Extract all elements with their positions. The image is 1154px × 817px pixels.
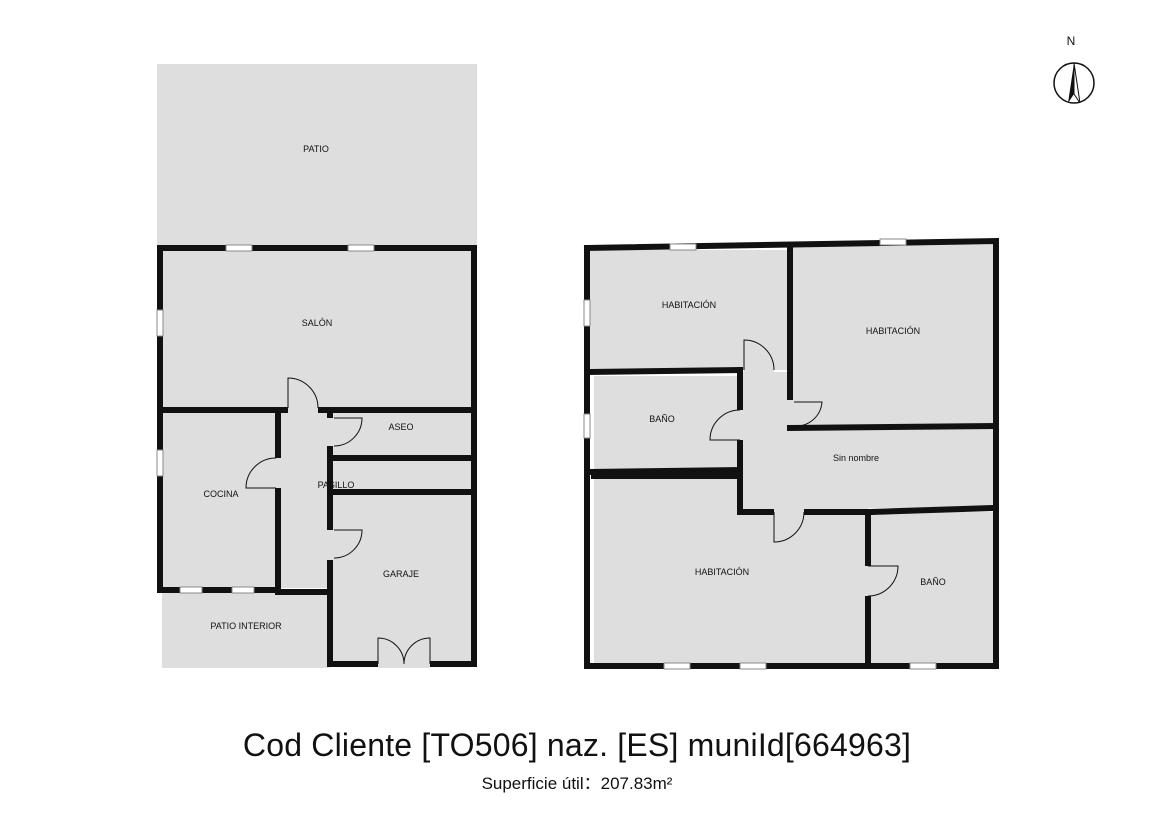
ground-floor: PATIO SALÓN ASEO COCINA PASILLO GARAJE P… bbox=[156, 64, 477, 668]
ground-door-swings bbox=[245, 377, 431, 665]
room-label-cocina: COCINA bbox=[203, 489, 238, 499]
room-label-habitacion-1: HABITACIÓN bbox=[662, 300, 716, 310]
room-label-bano-1: BAÑO bbox=[649, 414, 675, 424]
room-label-aseo: ASEO bbox=[388, 422, 413, 432]
room-label-bano-2: BAÑO bbox=[920, 577, 946, 587]
patio-area bbox=[157, 64, 477, 246]
room-label-garaje: GARAJE bbox=[383, 569, 419, 579]
room-label-sin-nombre: Sin nombre bbox=[833, 453, 879, 463]
salon-floor bbox=[160, 248, 474, 408]
ground-windows bbox=[156, 244, 375, 594]
room-label-salon: SALÓN bbox=[302, 318, 333, 328]
habitacion-2-floor bbox=[790, 244, 994, 426]
upper-windows bbox=[583, 238, 937, 670]
habitacion-1-floor bbox=[590, 250, 788, 370]
aseo-floor bbox=[330, 410, 472, 456]
north-compass: N bbox=[1046, 30, 1096, 110]
room-label-patio: PATIO bbox=[303, 144, 329, 154]
room-label-habitacion-2: HABITACIÓN bbox=[866, 326, 920, 336]
upper-floor: HABITACIÓN HABITACIÓN BAÑO Sin nombre HA… bbox=[583, 237, 999, 670]
upper-door-gaps bbox=[736, 366, 872, 596]
plan-title: Cod Cliente [TO506] naz. [ES] muniId[664… bbox=[242, 727, 912, 763]
north-label: N bbox=[1066, 34, 1076, 48]
bano-1-floor bbox=[594, 376, 740, 472]
pasillo-floor-ext bbox=[330, 458, 472, 492]
pasillo-floor bbox=[278, 410, 330, 588]
upper-door-swings bbox=[709, 339, 899, 597]
patio-interior-area bbox=[162, 590, 330, 668]
room-label-pasillo: PASILLO bbox=[318, 480, 355, 490]
compass-arrow-icon bbox=[1053, 62, 1095, 104]
bano-2-floor bbox=[870, 512, 994, 664]
cocina-floor bbox=[160, 410, 278, 590]
room-label-habitacion-3: HABITACIÓN bbox=[695, 567, 749, 577]
plan-surface-area: Superficie útil：207.83m² bbox=[481, 774, 673, 793]
habitacion-3-floor bbox=[594, 476, 868, 664]
garaje-floor bbox=[330, 494, 472, 664]
room-label-patio-interior: PATIO INTERIOR bbox=[210, 621, 282, 631]
